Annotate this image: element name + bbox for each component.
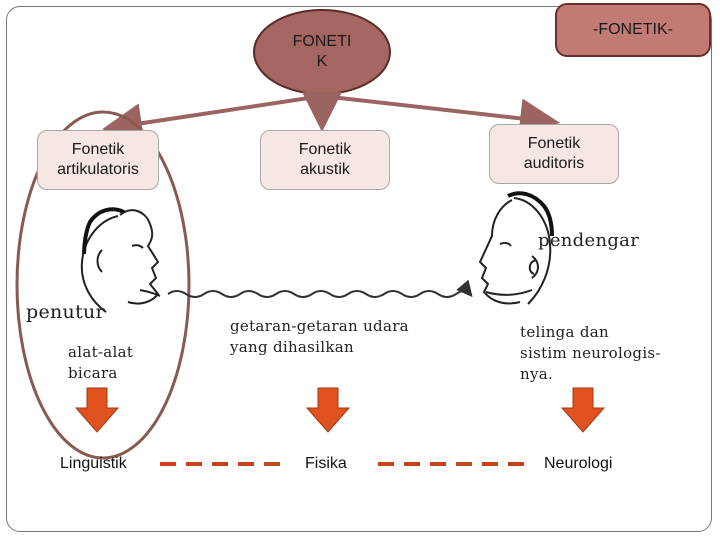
listener-label: pendengar	[538, 230, 640, 251]
branch-label-auditoris: Fonetik auditoris	[523, 135, 585, 172]
branch-label-akustik: Fonetik akustik	[298, 141, 352, 178]
slide-frame	[6, 6, 712, 532]
down-arrow-right	[560, 387, 606, 433]
title-badge: -FONETIK-	[555, 3, 711, 57]
down-arrows	[74, 387, 606, 433]
sound-wave	[167, 279, 473, 298]
speech-organs-label: alat-alat bicara	[68, 343, 134, 382]
branch-box-artikulatoris: Fonetik artikulatoris	[37, 130, 159, 190]
ear-label: telinga dan sistim neurologis- nya.	[520, 323, 661, 383]
down-arrow-middle	[305, 387, 351, 433]
branch-label-artikulatoris: Fonetik artikulatoris	[57, 141, 139, 178]
connectors	[102, 92, 560, 143]
highlight-ellipse	[15, 110, 191, 460]
down-arrow-left	[74, 387, 120, 433]
branch-box-akustik: Fonetik akustik	[260, 130, 390, 190]
listener-head-illustration	[478, 191, 554, 305]
discipline-neurologi: Neurologi	[544, 455, 613, 472]
discipline-fisika: Fisika	[305, 455, 347, 472]
speaker-label: penutur	[26, 301, 105, 323]
branch-box-auditoris: Fonetik auditoris	[489, 124, 619, 184]
title-badge-text: -FONETIK-	[593, 21, 673, 38]
root-node: FONETI K	[268, 28, 376, 76]
connector-right	[321, 94, 560, 139]
root-node-label: FONETI K	[292, 33, 352, 70]
connector-left	[102, 94, 323, 143]
discipline-linguistik: Linguistik	[60, 455, 127, 472]
wave-label: getaran-getaran udara yang dihasilkan	[230, 317, 409, 356]
speaker-head-illustration	[80, 207, 161, 313]
